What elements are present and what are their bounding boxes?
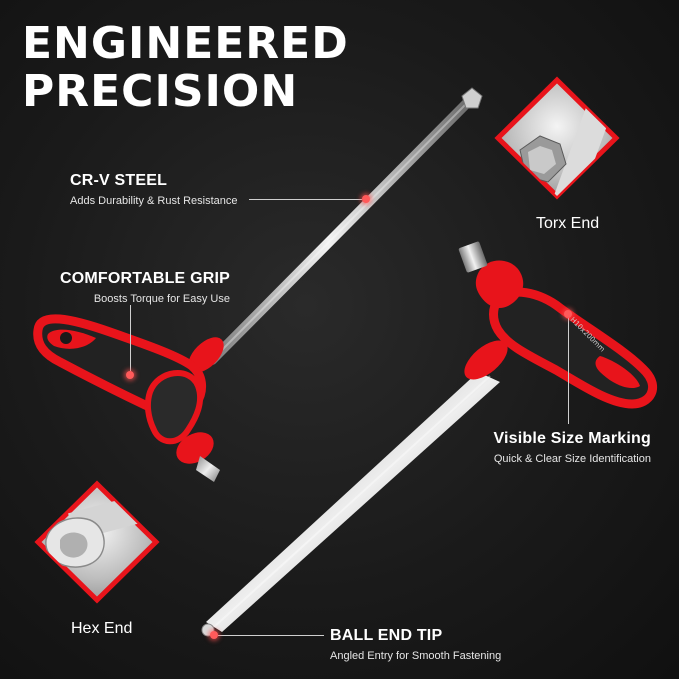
callout-ball-end-tip: BALL END TIP Angled Entry for Smooth Fas…: [330, 627, 501, 662]
marker-dot-size-marking: [564, 310, 572, 318]
headline: ENGINEERED PRECISION: [22, 20, 349, 116]
headline-line-1: ENGINEERED: [22, 18, 349, 69]
marker-dot-grip: [126, 371, 134, 379]
torx-end-label: Torx End: [536, 215, 600, 232]
callout-crv-steel-title: CR-V STEEL: [70, 172, 168, 189]
hex-end-detail: [34, 480, 160, 604]
hex-red-collar: [464, 340, 508, 380]
callout-comfortable-grip: COMFORTABLE GRIP Boosts Torque for Easy …: [60, 270, 230, 305]
callout-crv-steel: CR-V STEEL Adds Durability & Rust Resist…: [70, 172, 238, 207]
torx-shaft: [207, 95, 475, 365]
callout-size-marking: Visible Size Marking Quick & Clear Size …: [493, 430, 651, 465]
callout-grip-subtitle: Boosts Torque for Easy Use: [93, 293, 230, 305]
leader-line-crv-steel: [249, 199, 362, 200]
leader-line-size-marking: [568, 318, 569, 424]
callout-ball-end-title: BALL END TIP: [330, 627, 443, 644]
hex-short-bit: [458, 241, 488, 273]
callout-grip-title: COMFORTABLE GRIP: [59, 270, 230, 287]
headline-line-2: PRECISION: [22, 66, 299, 117]
hex-t-handle-wrench: H10x200mm: [201, 241, 657, 637]
leader-line-grip: [130, 305, 131, 371]
hex-end-label: Hex End: [71, 620, 133, 637]
callout-crv-steel-subtitle: Adds Durability & Rust Resistance: [70, 195, 238, 207]
marker-dot-crv-steel: [362, 195, 370, 203]
callout-size-marking-subtitle: Quick & Clear Size Identification: [493, 453, 651, 465]
torx-short-bit: [196, 456, 220, 482]
torx-red-collar: [188, 337, 224, 373]
hex-shaft: [206, 372, 500, 632]
torx-end-detail: [494, 76, 620, 200]
marker-dot-ball-end: [210, 631, 218, 639]
callout-size-marking-title: Visible Size Marking: [493, 430, 651, 447]
torx-tip-top: [461, 87, 483, 109]
leader-line-ball-end: [218, 635, 324, 636]
callout-ball-end-subtitle: Angled Entry for Smooth Fastening: [330, 650, 502, 662]
torx-t-handle-wrench: [33, 87, 483, 482]
